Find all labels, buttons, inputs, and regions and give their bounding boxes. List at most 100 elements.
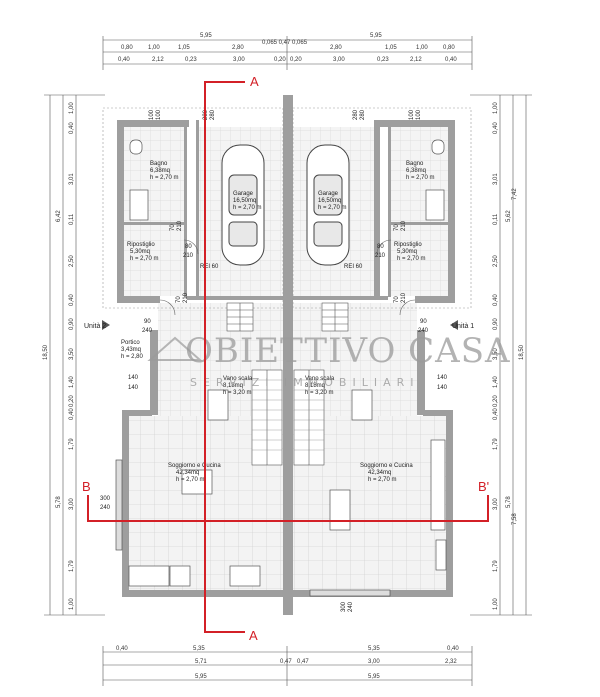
dim-top-r3-1: 2,12: [152, 57, 164, 63]
dim-bot-r1-2: 5,35: [368, 646, 380, 652]
room-garage-left-name: Garage: [233, 191, 254, 197]
dim-right-c2-2: 5,78: [506, 496, 512, 508]
dim-left-c1-6: 0,90: [69, 318, 75, 330]
dim-right-c1-11: 1,79: [493, 438, 499, 450]
door-280-garage-left-b: 280: [210, 109, 216, 120]
door-90-right: 90: [420, 319, 427, 325]
dim-left-c1-11: 1,79: [69, 438, 75, 450]
dim-right-c2-1: 7,42: [512, 188, 518, 200]
dim-top-r2-0: 0,80: [121, 45, 133, 51]
dim-left-c1-1: 0,40: [69, 122, 75, 134]
room-vano-left-area: 8,18mq: [223, 383, 243, 389]
dim-top-r3-2: 0,23: [185, 57, 197, 63]
room-vano-right-h: h = 3,20 m: [305, 390, 334, 396]
dim-right-c1-10: 0,40: [493, 408, 499, 420]
door-210-right-c: 210: [401, 292, 407, 303]
top-row2-dims: 0,80 1,00 1,05 2,80 2,80 1,05 1,00 0,80: [121, 45, 455, 51]
door-100-left-a: 100: [149, 109, 155, 120]
dim-left-c1-14: 1,00: [69, 598, 75, 610]
dim-top-mid: 0,065 0,47 0,065: [262, 40, 308, 46]
room-portico-left-name: Portico: [121, 340, 140, 346]
house-logo-icon: [147, 336, 203, 361]
door-240-right: 240: [418, 328, 429, 334]
door-210-left-b: 210: [177, 220, 183, 231]
dim-left-c1-9: 0,20: [69, 395, 75, 407]
room-ripostiglio-left-h: h = 2,70 m: [130, 256, 159, 262]
door-100-left-b: 100: [156, 109, 162, 120]
dim-bot-r2-1: 0,47: [280, 659, 292, 665]
dim-right-c1-12: 3,00: [493, 498, 499, 510]
door-140-right-a: 140: [437, 375, 448, 381]
room-vano-right-area: 8,18mq: [305, 383, 325, 389]
stairs-left: [226, 302, 283, 466]
door-240-left-b: 240: [100, 505, 111, 511]
door-280-garage-right-a: 280: [353, 109, 359, 120]
left-col1-dims: 1,00 0,40 3,01 0,11 2,50 0,40 0,90 3,50 …: [69, 102, 75, 610]
dim-left-c1-4: 2,50: [69, 255, 75, 267]
dim-left-c1-3: 0,11: [69, 213, 75, 225]
room-portico-left-area: 3,43mq: [121, 347, 141, 353]
dim-right-c1-1: 0,40: [493, 122, 499, 134]
right-col1-dims: 1,00 0,40 3,01 0,11 2,50 0,40 0,90 3,50 …: [493, 102, 499, 610]
door-210-left: 210: [183, 253, 194, 259]
dim-top-r3-6: 3,00: [333, 57, 345, 63]
terrace-outline: [102, 107, 472, 309]
room-soggiorno-right-area: 42,34mq: [368, 470, 391, 476]
dim-bot-r2-3: 3,00: [368, 659, 380, 665]
dim-top-r2-3: 2,80: [232, 45, 244, 51]
room-vano-left-name: Vano scala: [223, 376, 253, 382]
dim-bot-r2-4: 2,32: [445, 659, 457, 665]
room-garage-right-name: Garage: [318, 191, 339, 197]
dim-bot-r1-3: 0,40: [447, 646, 459, 652]
door-210-left-c: 210: [183, 292, 189, 303]
section-line-b: [87, 495, 489, 522]
door-80-left: 80: [185, 244, 192, 250]
room-ripostiglio-left-name: Ripostiglio: [127, 242, 155, 248]
furniture: [115, 139, 447, 597]
watermark-subtitle: SERVIZI IMMOBILIARI: [190, 376, 419, 389]
room-bagno-right-h: h = 2,70 m: [406, 175, 435, 181]
dim-top-r3-3: 3,00: [233, 57, 245, 63]
door-210-right-b: 210: [401, 220, 407, 231]
dim-bot-r3-1: 5,95: [368, 674, 380, 680]
dim-bot-r1-0: 0,40: [116, 646, 128, 652]
door-80-right: 80: [377, 244, 384, 250]
dim-right-c1-7: 3,50: [493, 348, 499, 360]
room-ripostiglio-right-h: h = 2,70 m: [397, 256, 426, 262]
door-100-right-a: 100: [409, 109, 415, 120]
dim-top-r3-9: 0,40: [445, 57, 457, 63]
floor-ripostiglio-right: [391, 225, 448, 296]
car-icon: [221, 144, 265, 266]
dim-top-r3-7: 0,23: [377, 57, 389, 63]
door-140-left-a: 140: [128, 375, 139, 381]
section-label-b-right: B': [478, 479, 489, 494]
dim-left-c1-10: 0,40: [69, 408, 75, 420]
arrow-left-icon: [450, 320, 458, 330]
room-ripostiglio-right-name: Ripostiglio: [394, 242, 422, 248]
unit-markers: Unità 2 Unità 1: [84, 320, 474, 330]
room-labels: Bagno 6,38mq h = 2,70 m Bagno 6,38mq h =…: [121, 161, 435, 483]
door-swings: [159, 239, 416, 316]
dim-top-total-right: 5,95: [370, 33, 382, 39]
dim-right-c1-4: 2,50: [493, 255, 499, 267]
dim-top-r3-5: 0,20: [290, 57, 302, 63]
right-dimension-lines: [470, 94, 532, 616]
room-bagno-left-area: 6,38mq: [150, 168, 170, 174]
dim-right-c1-13: 1,79: [493, 560, 499, 572]
dim-top-r2-6: 1,00: [416, 45, 428, 51]
room-garage-right-area: 16,50mq: [318, 198, 341, 204]
stair-treads: [252, 379, 324, 451]
dim-top-r2-7: 0,80: [443, 45, 455, 51]
dim-right-c1-0: 1,00: [493, 102, 499, 114]
dim-top-r3-0: 0,40: [118, 57, 130, 63]
dim-right-c1-8: 1,40: [493, 376, 499, 388]
bottom-dimension-lines: [102, 646, 473, 686]
dim-right-c1-14: 1,00: [493, 598, 499, 610]
room-ripostiglio-right-area: 5,30mq: [397, 249, 417, 255]
dim-left-c2-0: 6,42: [56, 210, 62, 222]
section-label-a-top: A: [250, 74, 259, 89]
room-bagno-right-name: Bagno: [406, 161, 424, 167]
door-240-left: 240: [142, 328, 153, 334]
arrow-right-icon: [102, 320, 110, 330]
